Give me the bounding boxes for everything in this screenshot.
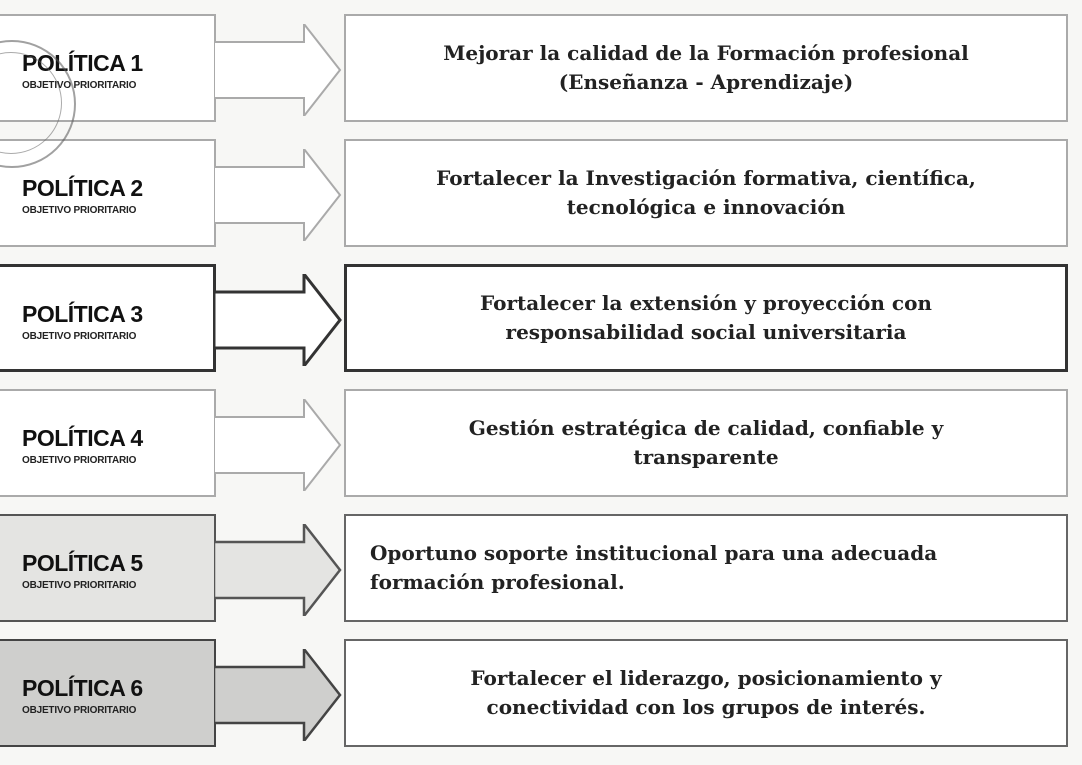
- policy-row-4: POLÍTICA 4 OBJETIVO PRIORITARIO Gestión …: [0, 375, 1082, 497]
- policy-label-box-4: POLÍTICA 4 OBJETIVO PRIORITARIO: [0, 389, 216, 497]
- policy-label-box-3: POLÍTICA 3 OBJETIVO PRIORITARIO: [0, 264, 216, 372]
- policy-subtitle-4: OBJETIVO PRIORITARIO: [22, 455, 137, 466]
- policy-title-3: POLÍTICA 3: [22, 301, 143, 327]
- policy-row-6: POLÍTICA 6 OBJETIVO PRIORITARIO Fortalec…: [0, 625, 1082, 747]
- policy-title-5: POLÍTICA 5: [22, 550, 143, 576]
- objective-text-3: Fortalecer la extensión y proyección con…: [480, 291, 932, 344]
- policy-title-4: POLÍTICA 4: [22, 425, 143, 451]
- policy-row-1: POLÍTICA 1 OBJETIVO PRIORITARIO Mejorar …: [0, 0, 1082, 122]
- objective-text-4: Gestión estratégica de calidad, confiabl…: [468, 416, 944, 469]
- policy-row-5: POLÍTICA 5 OBJETIVO PRIORITARIO Oportuno…: [0, 500, 1082, 622]
- arrow-icon-2: [214, 149, 342, 241]
- objective-box-3: Fortalecer la extensión y proyección con…: [344, 264, 1068, 372]
- objective-text-2: Fortalecer la Investigación formativa, c…: [436, 166, 976, 219]
- objective-box-2: Fortalecer la Investigación formativa, c…: [344, 139, 1068, 247]
- objective-box-4: Gestión estratégica de calidad, confiabl…: [344, 389, 1068, 497]
- policy-row-2: POLÍTICA 2 OBJETIVO PRIORITARIO Fortalec…: [0, 125, 1082, 247]
- objective-text-6: Fortalecer el liderazgo, posicionamiento…: [470, 666, 942, 719]
- policy-subtitle-5: OBJETIVO PRIORITARIO: [22, 580, 137, 591]
- policy-label-box-2: POLÍTICA 2 OBJETIVO PRIORITARIO: [0, 139, 216, 247]
- objective-box-1: Mejorar la calidad de la Formación profe…: [344, 14, 1068, 122]
- policy-subtitle-1: OBJETIVO PRIORITARIO: [22, 80, 137, 91]
- arrow-icon-6: [214, 649, 342, 741]
- objective-box-5: Oportuno soporte institucional para una …: [344, 514, 1068, 622]
- objective-box-6: Fortalecer el liderazgo, posicionamiento…: [344, 639, 1068, 747]
- arrow-icon-5: [214, 524, 342, 616]
- objective-text-5: Oportuno soporte institucional para una …: [370, 541, 938, 594]
- policy-subtitle-2: OBJETIVO PRIORITARIO: [22, 205, 137, 216]
- policy-label-box-6: POLÍTICA 6 OBJETIVO PRIORITARIO: [0, 639, 216, 747]
- arrow-icon-4: [214, 399, 342, 491]
- seal-stamp-inner-ring: [0, 52, 62, 154]
- policy-subtitle-6: OBJETIVO PRIORITARIO: [22, 705, 137, 716]
- policy-subtitle-3: OBJETIVO PRIORITARIO: [22, 331, 137, 342]
- arrow-icon-1: [214, 24, 342, 116]
- objective-text-1: Mejorar la calidad de la Formación profe…: [443, 41, 969, 94]
- policy-title-6: POLÍTICA 6: [22, 675, 143, 701]
- policy-title-2: POLÍTICA 2: [22, 175, 143, 201]
- arrow-icon-3: [214, 274, 342, 366]
- policy-label-box-5: POLÍTICA 5 OBJETIVO PRIORITARIO: [0, 514, 216, 622]
- policy-row-3: POLÍTICA 3 OBJETIVO PRIORITARIO Fortalec…: [0, 250, 1082, 372]
